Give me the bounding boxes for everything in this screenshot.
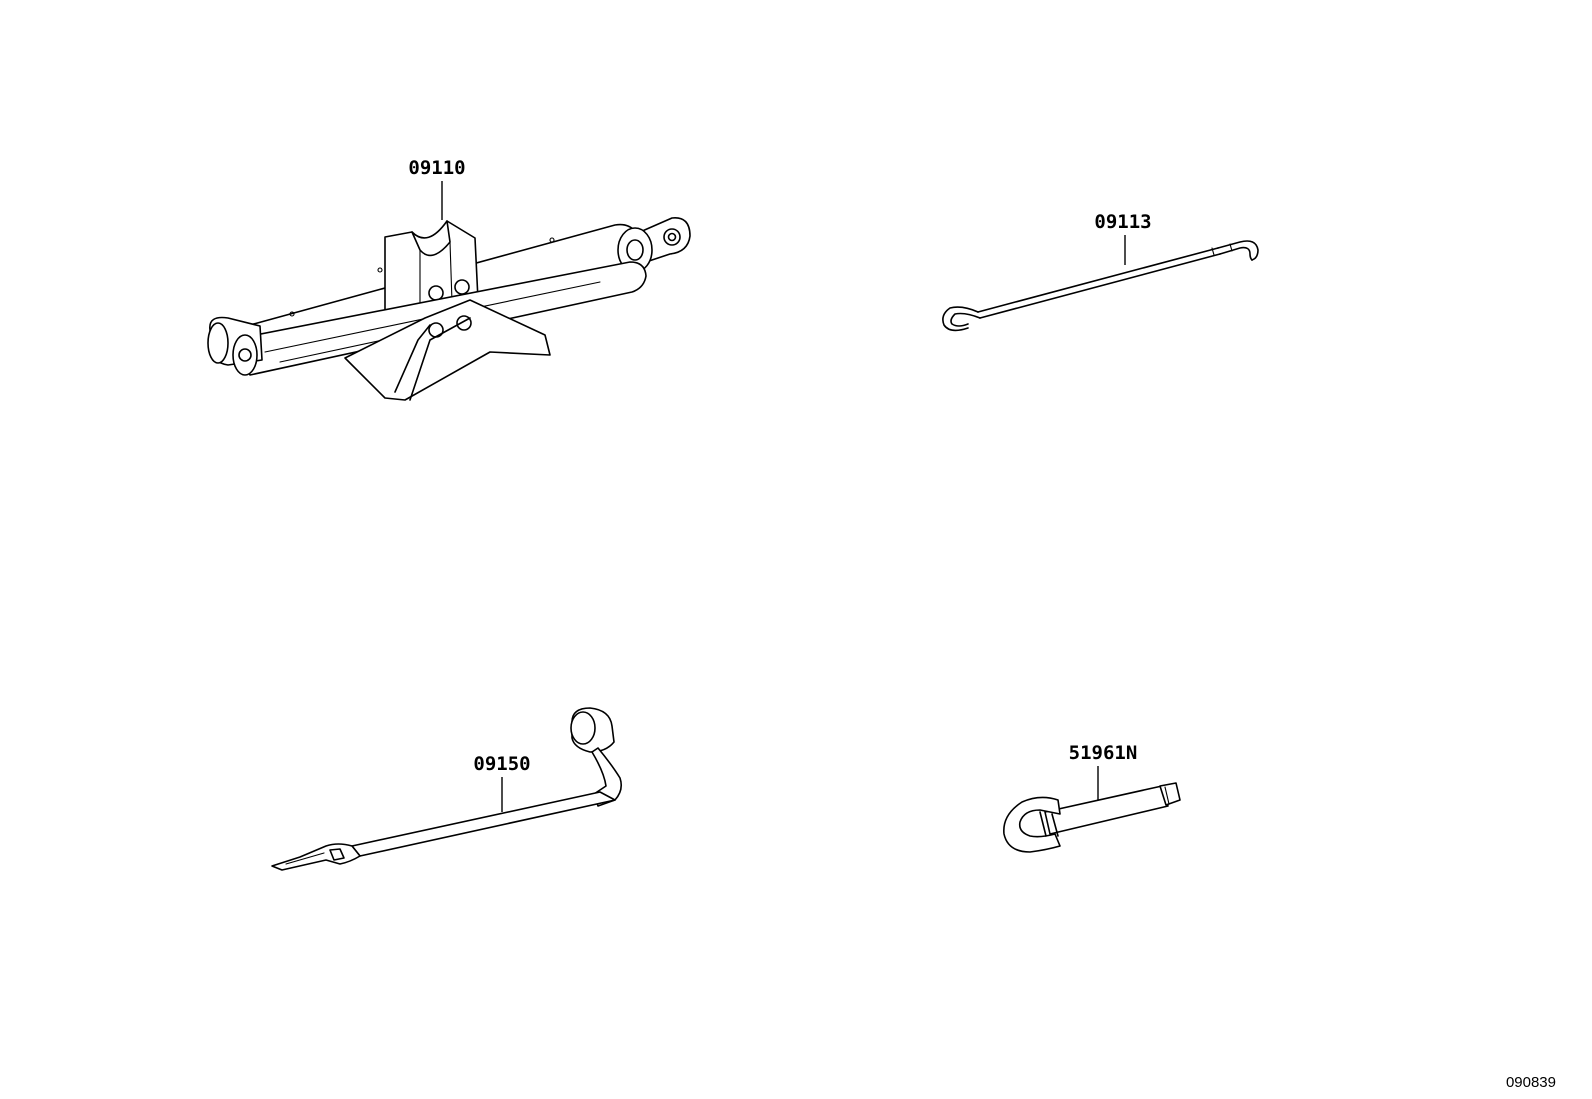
tow-eye-hook-icon bbox=[1003, 782, 1181, 853]
part-51961N[interactable]: 51961N bbox=[1003, 742, 1181, 853]
lug-wrench-icon bbox=[271, 707, 622, 871]
part-09110[interactable]: 09110 bbox=[207, 157, 691, 401]
part-09113[interactable]: 09113 bbox=[942, 211, 1259, 332]
part-label-09110: 09110 bbox=[408, 157, 465, 179]
part-label-51961N: 51961N bbox=[1069, 742, 1138, 764]
scissor-jack-icon bbox=[207, 217, 691, 401]
part-label-09150: 09150 bbox=[473, 753, 530, 775]
part-09150[interactable]: 09150 bbox=[271, 707, 622, 871]
part-label-09113: 09113 bbox=[1094, 211, 1151, 233]
figure-reference-number: 090839 bbox=[1506, 1074, 1556, 1091]
jack-handle-rod-icon bbox=[942, 240, 1259, 332]
